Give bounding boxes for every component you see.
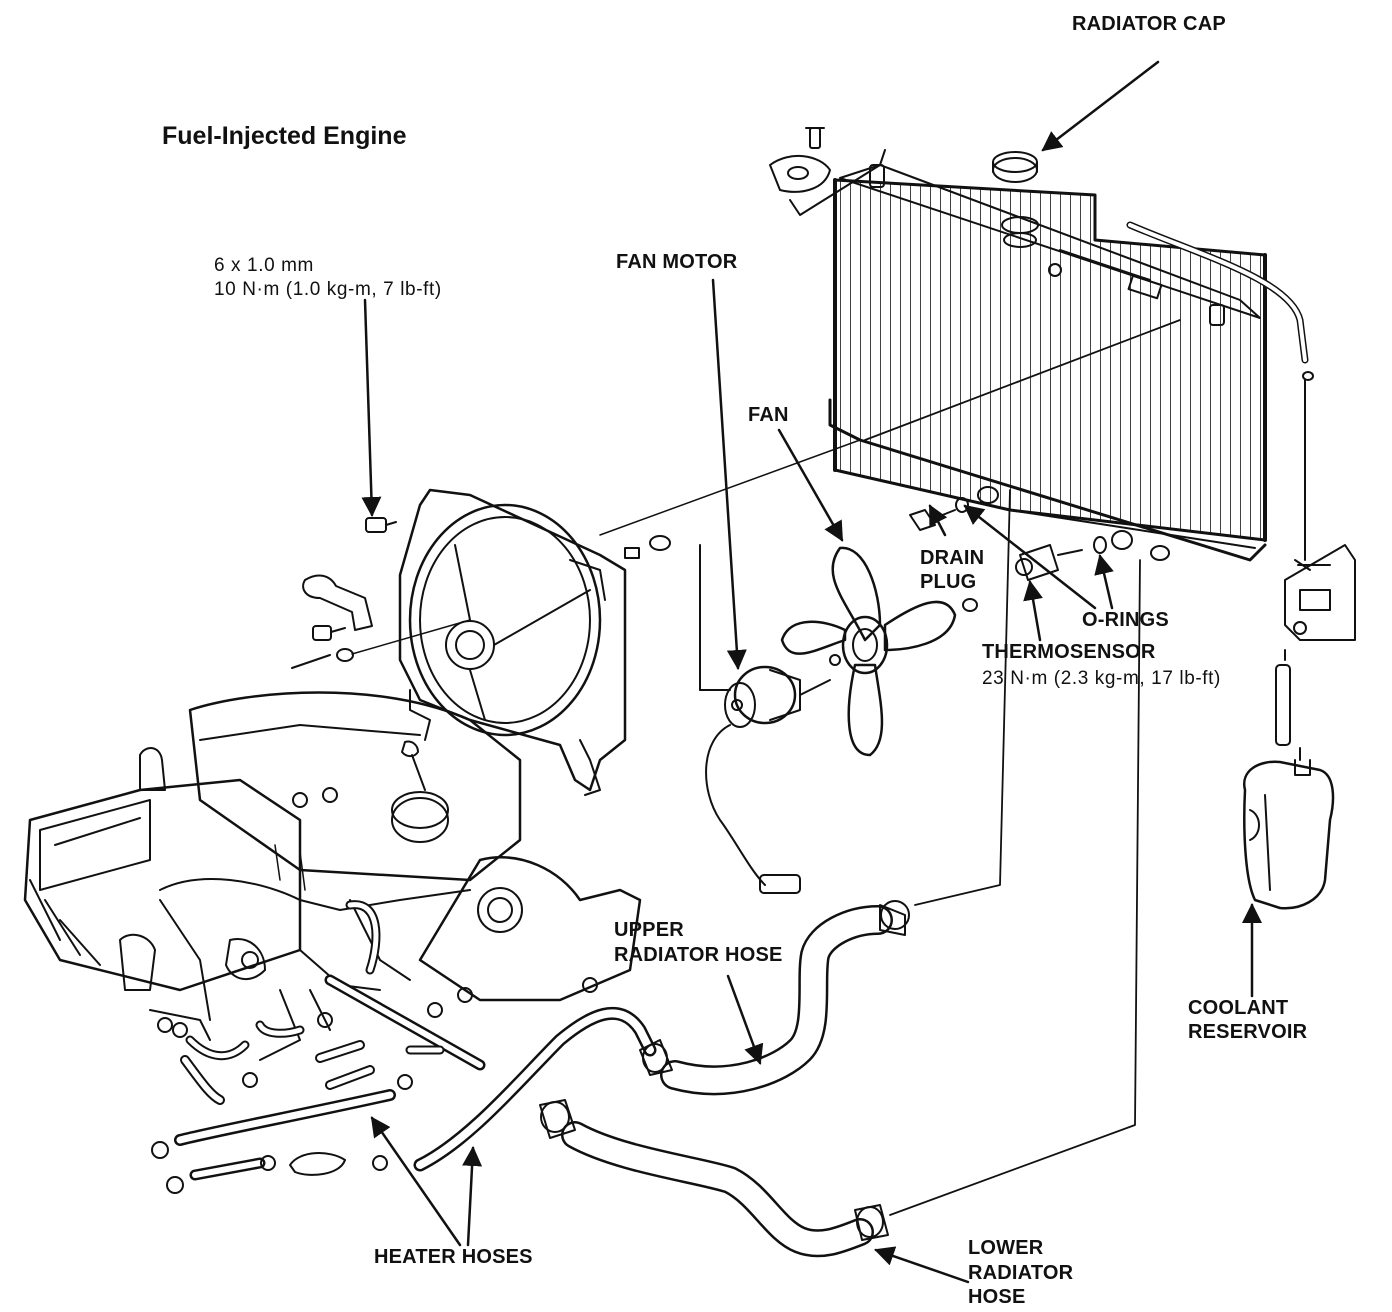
overflow-tube (1126, 221, 1314, 561)
label-drain-plug-line2: PLUG (920, 571, 977, 593)
engine-block (23, 691, 642, 1061)
label-thermosensor-torque: 23 N·m (2.3 kg-m, 17 lb-ft) (982, 668, 1221, 689)
label-lower-hose-line2: RADIATOR (968, 1262, 1074, 1284)
label-lower-hose-line1: LOWER (968, 1237, 1044, 1259)
thermosensor-icon (962, 530, 1170, 612)
label-o-rings: O-RINGS (1082, 609, 1169, 631)
fan-motor-icon (705, 665, 831, 894)
label-fan: FAN (748, 404, 789, 426)
label-coolant-reservoir-line1: COOLANT (1188, 997, 1289, 1019)
label-bolt-torque: 10 N·m (1.0 kg-m, 7 lb-ft) (214, 279, 442, 300)
label-bolt-size: 6 x 1.0 mm (214, 255, 314, 276)
label-drain-plug-line1: DRAIN (920, 547, 985, 569)
reservoir-bracket (1284, 544, 1356, 641)
label-upper-hose-line2: RADIATOR HOSE (614, 944, 783, 966)
radiator-cap-icon (992, 151, 1038, 183)
label-coolant-reservoir-line2: RESERVOIR (1188, 1021, 1308, 1043)
heater-hoses-group (151, 787, 657, 1194)
label-lower-hose-line3: HOSE (968, 1286, 1026, 1308)
coolant-reservoir-icon (1243, 747, 1335, 910)
upper-radiator-hose (639, 900, 910, 1096)
label-upper-hose-line1: UPPER (614, 919, 684, 941)
fan-icon (780, 546, 957, 757)
label-heater-hoses: HEATER HOSES (374, 1246, 533, 1268)
diagram-title: Fuel-Injected Engine (162, 122, 407, 150)
shroud-hardware (291, 439, 861, 791)
upper-mount (769, 127, 886, 216)
fan-shroud (398, 488, 627, 796)
lower-radiator-hose (539, 1099, 889, 1258)
label-fan-motor: FAN MOTOR (616, 251, 738, 273)
label-thermosensor: THERMOSENSOR (982, 641, 1156, 663)
radiator (828, 164, 1267, 562)
label-radiator-cap: RADIATOR CAP (1072, 13, 1226, 35)
